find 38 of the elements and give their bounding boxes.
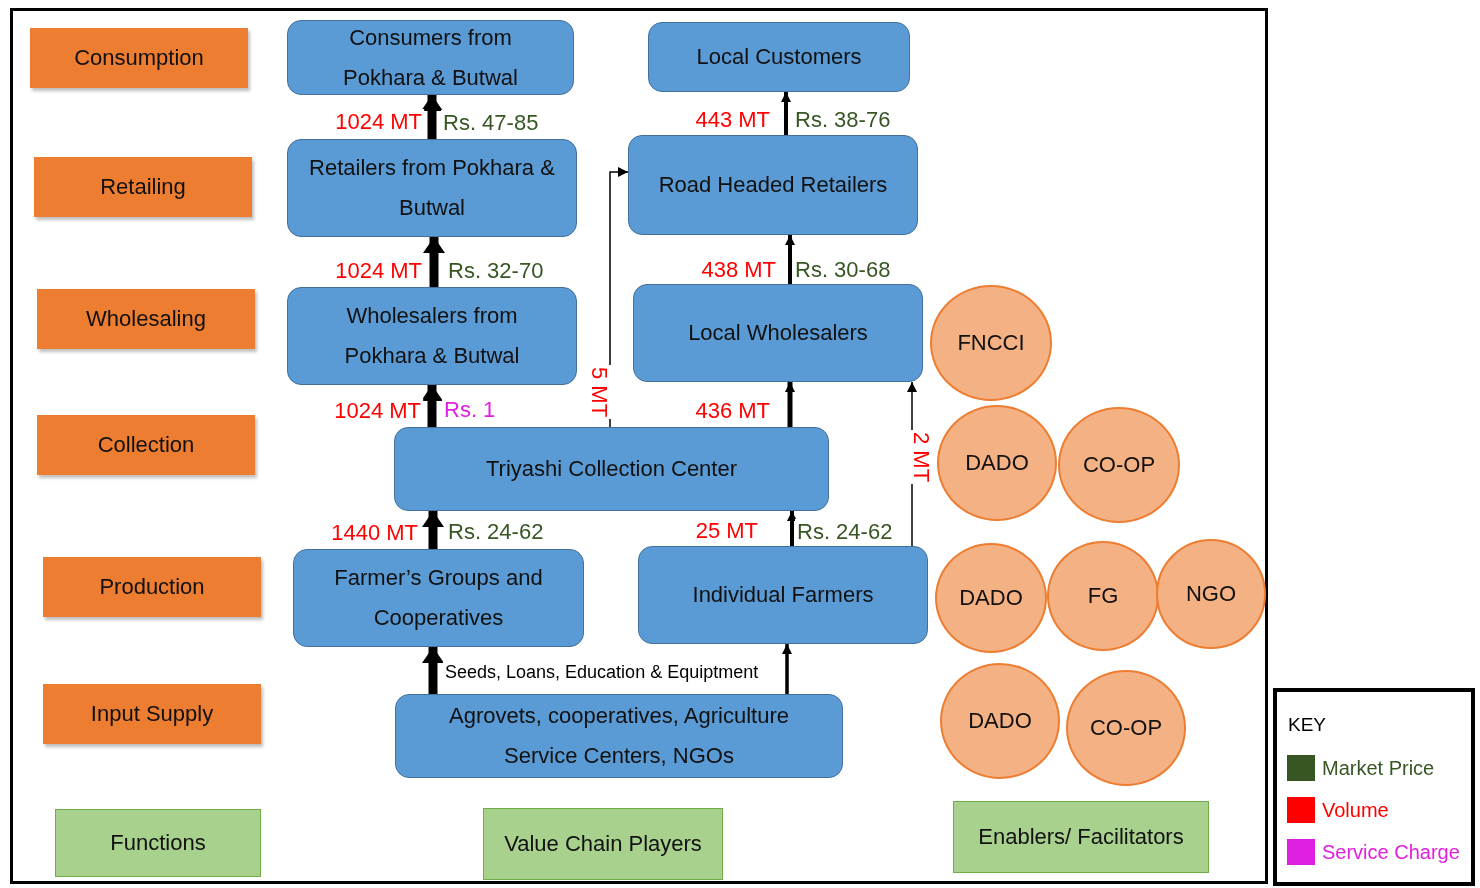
enabler-circle: FNCCI xyxy=(930,285,1052,401)
column-heading: Value Chain Players xyxy=(483,808,723,880)
player-box: Local Wholesalers xyxy=(633,284,923,382)
player-box: Wholesalers from Pokhara & Butwal xyxy=(287,287,577,385)
arrow xyxy=(421,385,443,427)
arrow xyxy=(781,92,791,135)
player-box: Local Customers xyxy=(648,22,910,92)
player-box: Farmer’s Groups and Cooperatives xyxy=(293,549,584,647)
player-box: Retailers from Pokhara & Butwal xyxy=(287,139,577,237)
player-box: Triyashi Collection Center xyxy=(394,427,829,511)
function-label: Input Supply xyxy=(43,684,261,744)
enabler-circle: NGO xyxy=(1156,539,1266,649)
arrow xyxy=(421,95,443,139)
function-label: Wholesaling xyxy=(37,289,255,349)
player-box: Road Headed Retailers xyxy=(628,135,918,235)
enabler-circle: CO-OP xyxy=(1066,670,1186,786)
arrow xyxy=(782,644,792,694)
function-label: Production xyxy=(43,557,261,617)
player-box: Consumers from Pokhara & Butwal xyxy=(287,20,574,95)
arrow xyxy=(787,511,797,546)
column-heading: Functions xyxy=(55,809,261,877)
enabler-circle: DADO xyxy=(937,405,1057,521)
function-label: Consumption xyxy=(30,28,248,88)
function-label: Retailing xyxy=(34,157,252,217)
arrow xyxy=(422,511,444,549)
function-label: Collection xyxy=(37,415,255,475)
arrow xyxy=(423,237,445,287)
enabler-circle: FG xyxy=(1047,541,1159,651)
player-box: Individual Farmers xyxy=(638,546,928,644)
enabler-circle: DADO xyxy=(935,543,1047,653)
arrow xyxy=(422,647,444,694)
arrow xyxy=(785,235,795,284)
supply-note: Seeds, Loans, Education & Equiptment xyxy=(443,659,761,685)
arrow xyxy=(785,382,795,427)
enabler-circle: CO-OP xyxy=(1058,407,1180,523)
enabler-circle: DADO xyxy=(940,663,1060,779)
player-box: Agrovets, cooperatives, Agriculture Service Centers, NGOs xyxy=(395,694,843,778)
column-heading: Enablers/ Facilitators xyxy=(953,801,1209,873)
